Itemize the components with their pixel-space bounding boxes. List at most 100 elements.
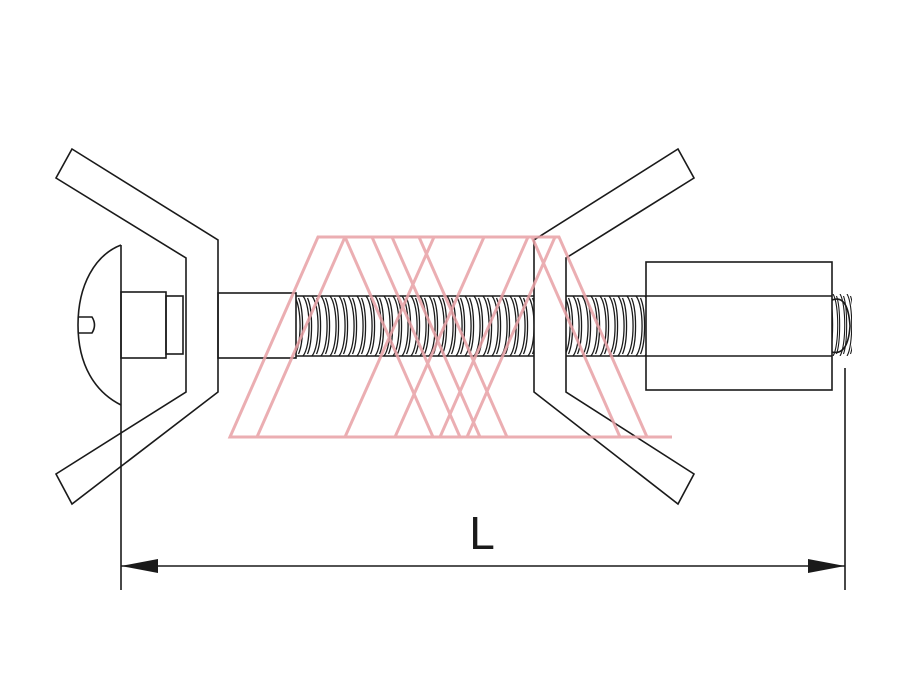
hex-nut: [645, 261, 833, 391]
thread-root: [668, 298, 672, 354]
thread-root: [650, 298, 654, 354]
thread-root: [324, 297, 331, 355]
thread-crest: [861, 294, 866, 356]
thread-crest: [491, 296, 499, 357]
thread-crest: [599, 296, 607, 357]
thread-crest: [329, 296, 337, 357]
thread-root: [823, 296, 826, 354]
thread-root: [495, 297, 502, 355]
thread-root: [468, 297, 475, 355]
thread-crest: [537, 296, 543, 356]
thread-root: [360, 297, 367, 355]
thread-root: [630, 297, 637, 355]
thread-crest: [868, 294, 873, 356]
thread-crest: [590, 296, 598, 357]
thread-crest: [812, 294, 817, 356]
screw-head-dome: [77, 244, 122, 406]
thread-crest: [546, 296, 552, 356]
thread-root: [621, 297, 628, 355]
right-v-bracket: [533, 147, 696, 506]
thread-crest: [464, 296, 472, 357]
thread-root: [369, 297, 376, 355]
thread-crest: [654, 296, 660, 356]
thread-crest: [846, 294, 852, 356]
watermark-logo: [227, 235, 672, 439]
thread-crest: [663, 296, 669, 356]
thread-crest: [320, 296, 328, 357]
rod-end: [831, 298, 851, 354]
thread-root: [832, 305, 834, 345]
thread-root: [659, 298, 663, 354]
thread-root: [576, 297, 583, 355]
screw-head-slot: [78, 316, 96, 334]
thread-root: [542, 298, 546, 354]
thread-crest: [296, 298, 301, 354]
thread-root: [603, 297, 610, 355]
thread-root: [872, 296, 875, 354]
thread-crest: [401, 296, 409, 357]
thread-root: [513, 297, 520, 355]
dimension-arrow-left: [121, 559, 158, 573]
thread-crest: [302, 296, 310, 357]
thread-crest: [518, 296, 526, 357]
thread-crest: [546, 296, 552, 356]
thread-root: [423, 297, 430, 355]
thread-root: [290, 298, 294, 354]
thread-root: [835, 295, 841, 355]
thread-crest: [383, 296, 391, 357]
thread-crest: [338, 296, 346, 357]
thread-crest: [617, 296, 625, 357]
thread-crest: [311, 296, 319, 357]
thread-crest: [854, 294, 859, 356]
thread-root: [333, 297, 340, 355]
thread-crest: [581, 296, 589, 357]
thread-crest: [347, 296, 355, 357]
thread-root: [297, 297, 304, 355]
thread-root: [306, 297, 313, 355]
thread-pattern-1: [281, 296, 552, 357]
thread-root: [387, 297, 394, 355]
thread-root: [531, 297, 534, 355]
thread-root: [842, 295, 848, 355]
thread-root: [351, 297, 358, 355]
thread-crest: [826, 294, 831, 356]
screw-neck-inner: [165, 295, 184, 355]
thread-root: [281, 298, 285, 354]
thread-root: [551, 298, 555, 354]
thread-crest: [428, 296, 436, 357]
thread-root: [450, 297, 457, 355]
thread-root: [639, 297, 646, 355]
thread-root: [396, 297, 403, 355]
thread-crest: [356, 296, 364, 357]
thread-pattern-3: [812, 294, 875, 356]
thread-crest: [527, 296, 534, 357]
thread-root: [342, 297, 349, 355]
dimension-arrow-right: [808, 559, 845, 573]
thread-crest: [819, 294, 824, 356]
thread-crest: [635, 296, 643, 357]
smooth-shank: [217, 292, 297, 359]
thread-crest: [455, 296, 463, 357]
thread-root: [865, 296, 868, 354]
thread-crest: [555, 296, 561, 356]
thread-root: [816, 296, 819, 354]
thread-crest: [410, 296, 418, 357]
thread-crest: [446, 296, 454, 357]
thread-root: [522, 297, 529, 355]
screw-neck: [120, 291, 167, 359]
thread-root: [459, 297, 466, 355]
left-v-bracket: [54, 147, 219, 506]
thread-crest: [839, 294, 846, 356]
thread-root: [486, 297, 493, 355]
thread-root: [858, 296, 861, 354]
thread-crest: [566, 298, 571, 354]
thread-crest: [608, 296, 616, 357]
thread-root: [849, 295, 852, 355]
thread-root: [441, 297, 448, 355]
thread-crest: [374, 296, 382, 357]
thread-root: [612, 297, 619, 355]
thread-root: [414, 297, 421, 355]
dimension-label-length: L: [469, 507, 495, 559]
